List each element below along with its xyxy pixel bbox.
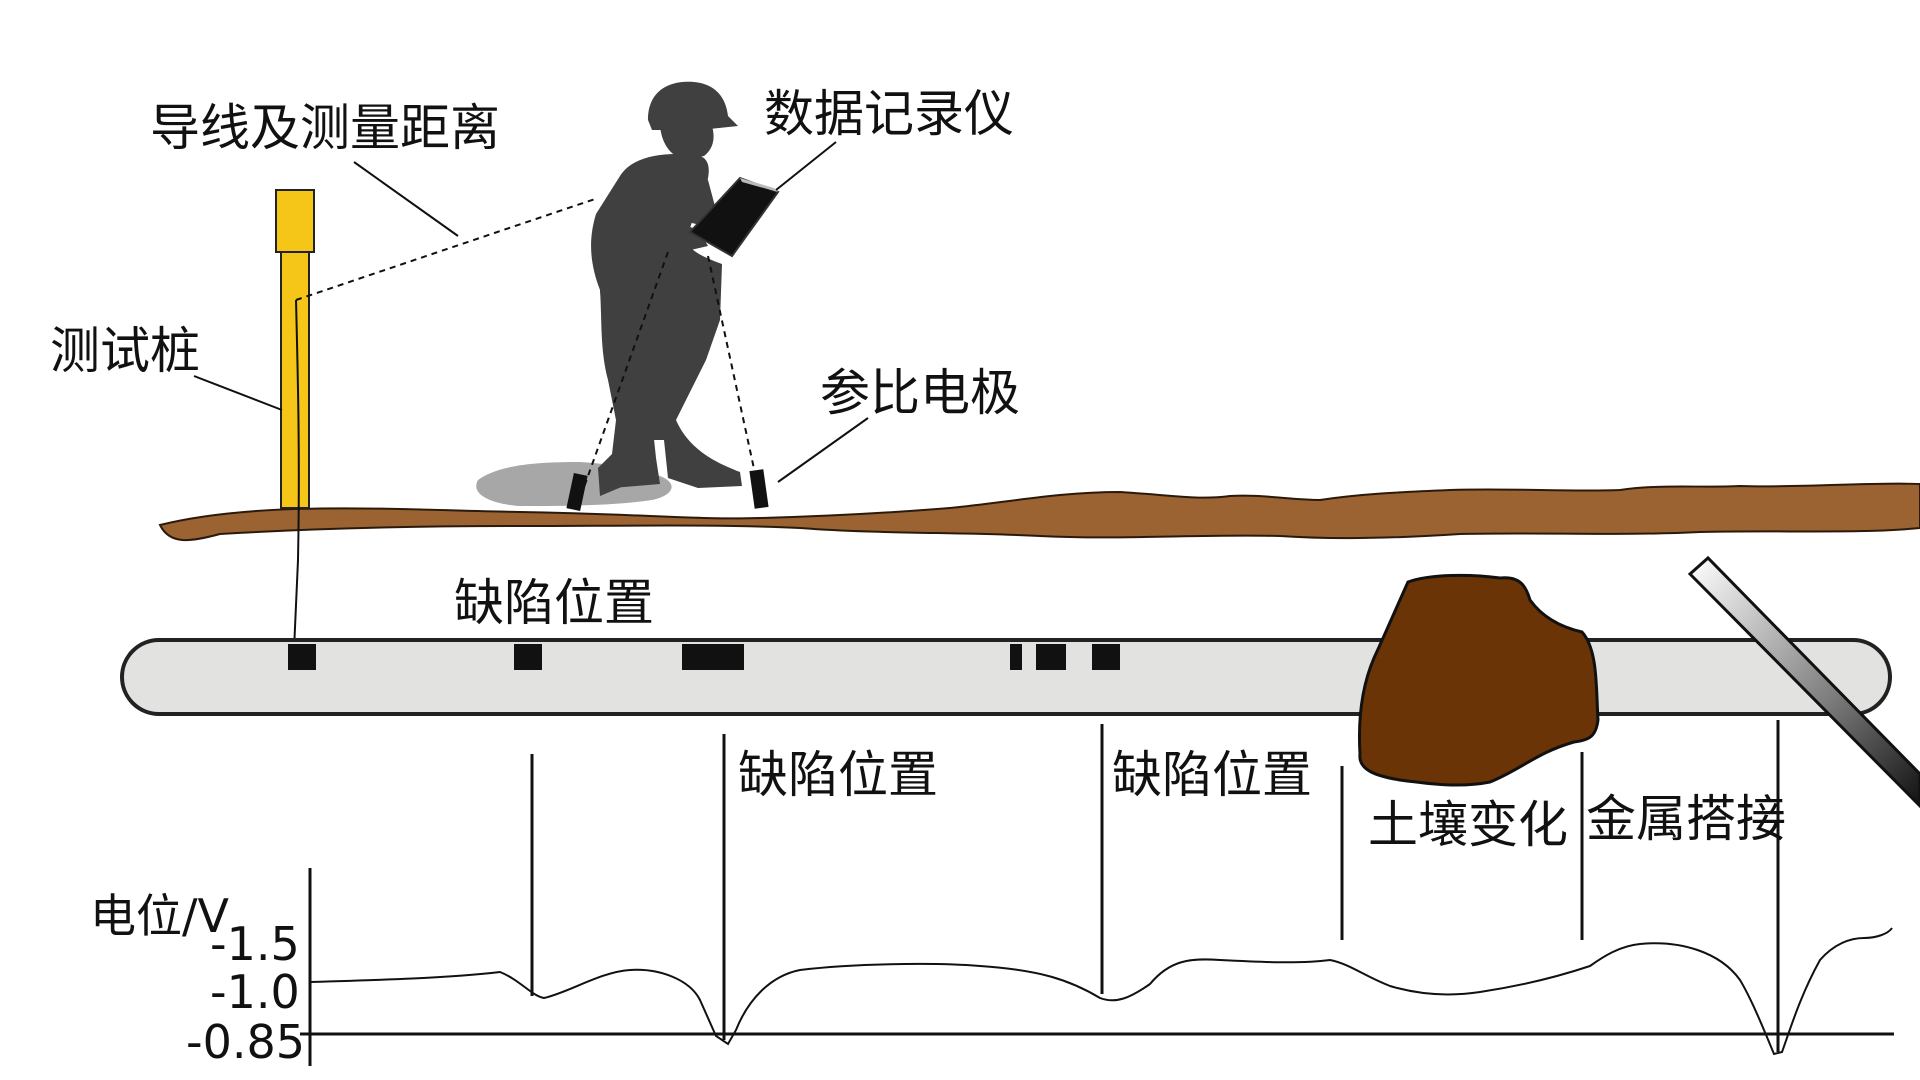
- tick-label-neg-1-0: -1.0: [210, 965, 300, 1019]
- axis-ylabel: 电位/V: [90, 889, 229, 943]
- data-logger: [688, 176, 780, 258]
- measurement-wires: [295, 197, 757, 505]
- potential-curve: [309, 927, 1893, 1056]
- label-defect-mid1: 缺陷位置: [738, 746, 938, 804]
- tick-label-neg-1-5: -1.5: [210, 917, 300, 971]
- label-reference-electrode: 参比电极: [820, 364, 1020, 422]
- surveyor-silhouette: [591, 81, 742, 496]
- tick-label-neg-0-85: -0.85: [186, 1015, 305, 1069]
- reference-electrodes: [566, 469, 769, 512]
- ground-soil: [158, 482, 1920, 542]
- label-wire-distance: 导线及测量距离: [150, 99, 500, 157]
- soil-change-pocket: [1358, 573, 1600, 787]
- event-markers: [530, 720, 1780, 1052]
- label-test-pile: 测试桩: [50, 322, 200, 380]
- label-data-logger: 数据记录仪: [764, 85, 1014, 143]
- leader-lines: [193, 141, 869, 483]
- label-defect-mid2: 缺陷位置: [1112, 746, 1312, 804]
- label-defect-top: 缺陷位置: [454, 574, 654, 632]
- label-soil-change: 土壤变化: [1368, 796, 1568, 854]
- potential-axis: [300, 868, 1894, 1066]
- test-pile: [275, 189, 315, 509]
- metal-bond-rod: [1687, 555, 1920, 809]
- pile-lead-wire: [293, 299, 300, 651]
- label-metal-contact: 金属搭接: [1586, 790, 1786, 848]
- coating-defects: [288, 644, 1120, 670]
- pipeline: [120, 638, 1892, 716]
